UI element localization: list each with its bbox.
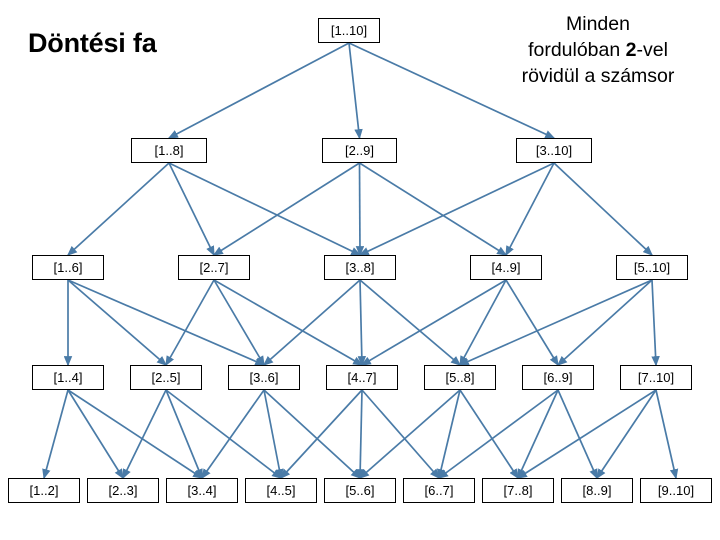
tree-edge <box>359 279 462 366</box>
tree-edge <box>355 389 365 480</box>
tree-node: [6..9] <box>522 365 594 390</box>
tree-node: [2..7] <box>178 255 250 280</box>
tree-edge <box>505 162 555 257</box>
tree-edge <box>437 389 559 479</box>
tree-edge <box>67 389 124 480</box>
tree-node: [4..9] <box>470 255 542 280</box>
tree-node: [3..8] <box>324 255 396 280</box>
tree-node: [2..9] <box>322 138 397 163</box>
tree-edge <box>355 162 365 257</box>
tree-node: [5..10] <box>616 255 688 280</box>
tree-edge <box>596 389 657 480</box>
tree-edge <box>348 42 556 139</box>
tree-edge <box>557 389 598 480</box>
tree-node: [1..10] <box>318 18 380 43</box>
page-title: Döntési fa <box>28 28 157 58</box>
tree-edge <box>280 389 363 480</box>
tree-edge <box>556 279 653 366</box>
tree-edge <box>458 279 653 366</box>
tree-edge <box>459 279 507 367</box>
tree-edge <box>213 279 364 366</box>
tree-edge <box>168 162 215 257</box>
caption-line-2-post: -vel <box>636 39 668 61</box>
caption-line-2-pre: fordulóban <box>528 39 626 61</box>
caption-bold-number: 2 <box>625 39 637 61</box>
caption-line-1: Minden <box>566 13 630 35</box>
tree-node: [9..10] <box>640 478 712 503</box>
tree-node: [3..10] <box>516 138 592 163</box>
tree-node: [2..5] <box>130 365 202 390</box>
tree-edge <box>165 389 203 480</box>
tree-edge <box>67 279 168 366</box>
tree-node: [7..10] <box>620 365 692 390</box>
tree-edge <box>517 389 559 480</box>
tree-node: [6..7] <box>403 478 475 503</box>
tree-edge <box>167 42 350 139</box>
tree-edge <box>165 279 215 367</box>
tree-node: [5..6] <box>324 478 396 503</box>
tree-node: [4..7] <box>326 365 398 390</box>
tree-edge <box>360 279 507 366</box>
tree-edge <box>67 279 266 366</box>
tree-edge <box>122 389 167 480</box>
tree-node: [1..8] <box>131 138 207 163</box>
tree-edge <box>263 389 284 480</box>
tree-node: [1..2] <box>8 478 80 503</box>
tree-edge <box>516 389 657 479</box>
tree-edge <box>436 389 461 480</box>
tree-edge <box>263 389 362 479</box>
tree-edge <box>42 389 69 480</box>
tree-node: [3..4] <box>166 478 238 503</box>
tree-edge <box>459 389 519 480</box>
tree-node: [8..9] <box>561 478 633 503</box>
tree-edge <box>358 389 461 479</box>
tree-edge <box>655 389 679 480</box>
tree-edge <box>201 389 265 480</box>
tree-node: [4..5] <box>245 478 317 503</box>
caption-line-3: rövidül a számsor <box>521 65 675 87</box>
tree-edge <box>361 389 440 480</box>
tree-edge <box>348 42 363 140</box>
explanation-caption: Minden fordulóban 2-vel rövidül a számso… <box>482 11 714 89</box>
tree-edge <box>212 162 360 256</box>
tree-node: [1..4] <box>32 365 104 390</box>
tree-edge <box>358 162 555 256</box>
tree-node: [2..3] <box>87 478 159 503</box>
tree-edge <box>262 279 361 366</box>
tree-node: [7..8] <box>482 478 554 503</box>
tree-edge <box>359 162 508 256</box>
tree-edge <box>553 162 653 256</box>
tree-edge <box>357 279 367 367</box>
tree-node: [1..6] <box>32 255 104 280</box>
tree-edge <box>66 162 170 256</box>
tree-edge <box>651 279 660 367</box>
tree-edge <box>505 279 559 367</box>
tree-node: [5..8] <box>424 365 496 390</box>
tree-edge <box>67 389 204 479</box>
tree-edge <box>168 162 362 256</box>
tree-node: [3..6] <box>228 365 300 390</box>
tree-edge <box>165 389 283 479</box>
tree-edge <box>213 279 265 367</box>
caption-line-2: fordulóban 2-vel <box>482 37 714 63</box>
